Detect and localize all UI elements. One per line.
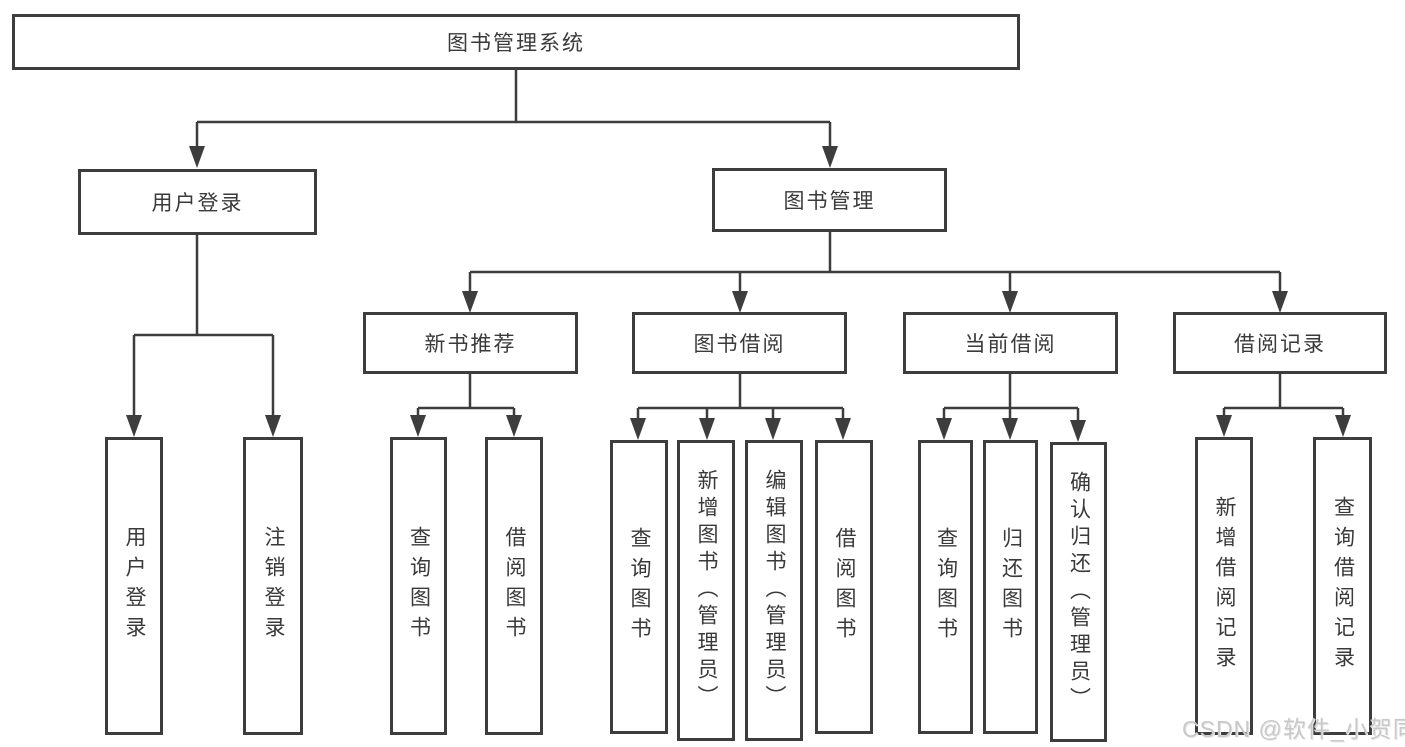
leaf-user-login: 用户登录 xyxy=(105,437,163,735)
connector-current-borrow-children xyxy=(936,374,1086,442)
leaf-edit-book-admin-label: 编辑图书（管理员） xyxy=(763,469,786,712)
node-book-mgmt-label: 图书管理 xyxy=(783,190,876,213)
node-current-borrow: 当前借阅 xyxy=(903,312,1118,374)
leaf-confirm-return-admin: 确认归还（管理员） xyxy=(1050,442,1107,742)
connector-book-borrow-children xyxy=(630,374,851,440)
leaf-return-book: 归还图书 xyxy=(983,440,1038,734)
node-borrow-records-label: 借阅记录 xyxy=(1234,333,1326,356)
node-book-mgmt: 图书管理 xyxy=(712,168,947,232)
node-new-book-recommend: 新书推荐 xyxy=(363,312,578,374)
node-borrow-records: 借阅记录 xyxy=(1173,312,1387,374)
connector-borrow-records-children xyxy=(1216,374,1351,437)
node-current-borrow-label: 当前借阅 xyxy=(964,333,1057,356)
leaf-query-book-3: 查询图书 xyxy=(918,440,973,734)
leaf-query-book-3-label: 查询图书 xyxy=(934,527,958,647)
leaf-confirm-return-admin-label: 确认归还（管理员） xyxy=(1067,470,1091,714)
leaf-user-login-label: 用户登录 xyxy=(123,526,146,646)
leaf-query-book-2-label: 查询图书 xyxy=(628,527,651,647)
connector-root-to-level2 xyxy=(189,70,838,168)
leaf-logout: 注销登录 xyxy=(243,437,303,735)
node-root-label: 图书管理系统 xyxy=(447,32,585,55)
node-root: 图书管理系统 xyxy=(12,14,1020,70)
node-user-login: 用户登录 xyxy=(78,169,317,235)
leaf-query-book-2: 查询图书 xyxy=(610,440,668,734)
leaf-borrow-book-2: 借阅图书 xyxy=(815,440,873,734)
csdn-watermark: CSDN @软件_小贺同学 xyxy=(1182,716,1405,742)
leaf-query-book-1-label: 查询图书 xyxy=(407,526,431,646)
leaf-query-borrow-record-label: 查询借阅记录 xyxy=(1331,496,1355,676)
node-new-book-recommend-label: 新书推荐 xyxy=(424,333,517,356)
node-book-borrow: 图书借阅 xyxy=(632,312,847,374)
leaf-logout-label: 注销登录 xyxy=(262,526,285,646)
connector-book-mgmt-children xyxy=(462,232,1288,313)
leaf-add-borrow-record: 新增借阅记录 xyxy=(1195,437,1253,735)
node-book-borrow-label: 图书借阅 xyxy=(693,333,786,356)
leaf-add-book-admin: 新增图书（管理员） xyxy=(677,440,735,741)
leaf-query-book-1: 查询图书 xyxy=(390,437,447,735)
leaf-borrow-book-1-label: 借阅图书 xyxy=(503,526,526,646)
leaf-add-book-admin-label: 新增图书（管理员） xyxy=(695,469,718,712)
leaf-edit-book-admin: 编辑图书（管理员） xyxy=(745,440,803,741)
leaf-borrow-book-2-label: 借阅图书 xyxy=(833,527,856,647)
connector-new-book-children xyxy=(410,374,522,437)
leaf-return-book-label: 归还图书 xyxy=(999,527,1023,647)
leaf-borrow-book-1: 借阅图书 xyxy=(485,437,543,735)
connector-user-login-children xyxy=(126,235,281,437)
leaf-query-borrow-record: 查询借阅记录 xyxy=(1313,437,1372,735)
leaf-add-borrow-record-label: 新增借阅记录 xyxy=(1213,496,1236,676)
node-user-login-label: 用户登录 xyxy=(151,192,244,215)
